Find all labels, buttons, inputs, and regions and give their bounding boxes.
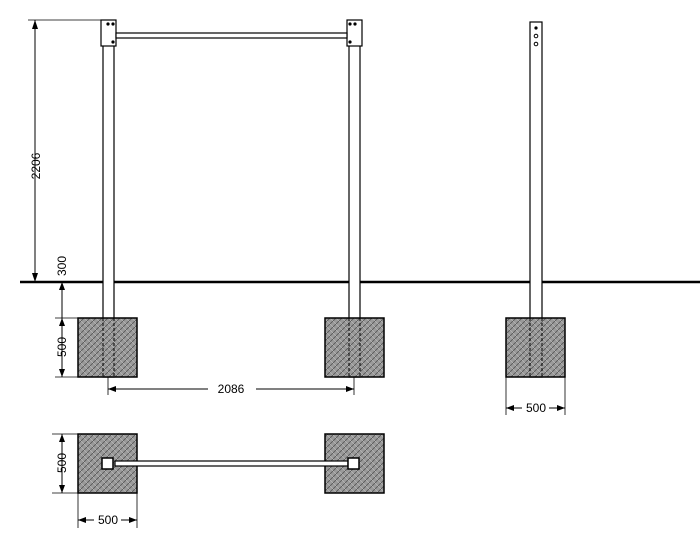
bolt-icon [111, 40, 115, 44]
side-footing [505, 317, 566, 378]
footing-depth-label: 500 [55, 337, 69, 357]
plan-footing-depth-label: 500 [55, 453, 69, 473]
bolt-icon [353, 22, 357, 26]
plan-bar [114, 460, 349, 467]
plan-footing-width-label: 500 [98, 513, 118, 527]
plan-right-post [347, 457, 360, 470]
front-elevation: 2206 300 500 2086 [20, 19, 700, 396]
left-footing [77, 317, 138, 378]
top-bar [115, 32, 348, 39]
post-height-label: 2206 [29, 152, 43, 179]
bolt-icon [111, 22, 115, 26]
bolt-icon [348, 40, 352, 44]
embed-depth-label: 300 [55, 256, 69, 276]
bolt-icon [348, 22, 352, 26]
bolt-icon [533, 33, 539, 39]
bolt-icon [533, 41, 539, 47]
bolt-icon [106, 22, 110, 26]
plan-view: 500 500 [52, 433, 385, 528]
side-footing-width-label: 500 [526, 401, 546, 415]
post-spacing-label: 2086 [218, 382, 245, 396]
bolt-icon [534, 26, 538, 30]
side-elevation: 500 [505, 21, 566, 415]
right-footing [324, 317, 385, 378]
plan-left-post [101, 457, 114, 470]
